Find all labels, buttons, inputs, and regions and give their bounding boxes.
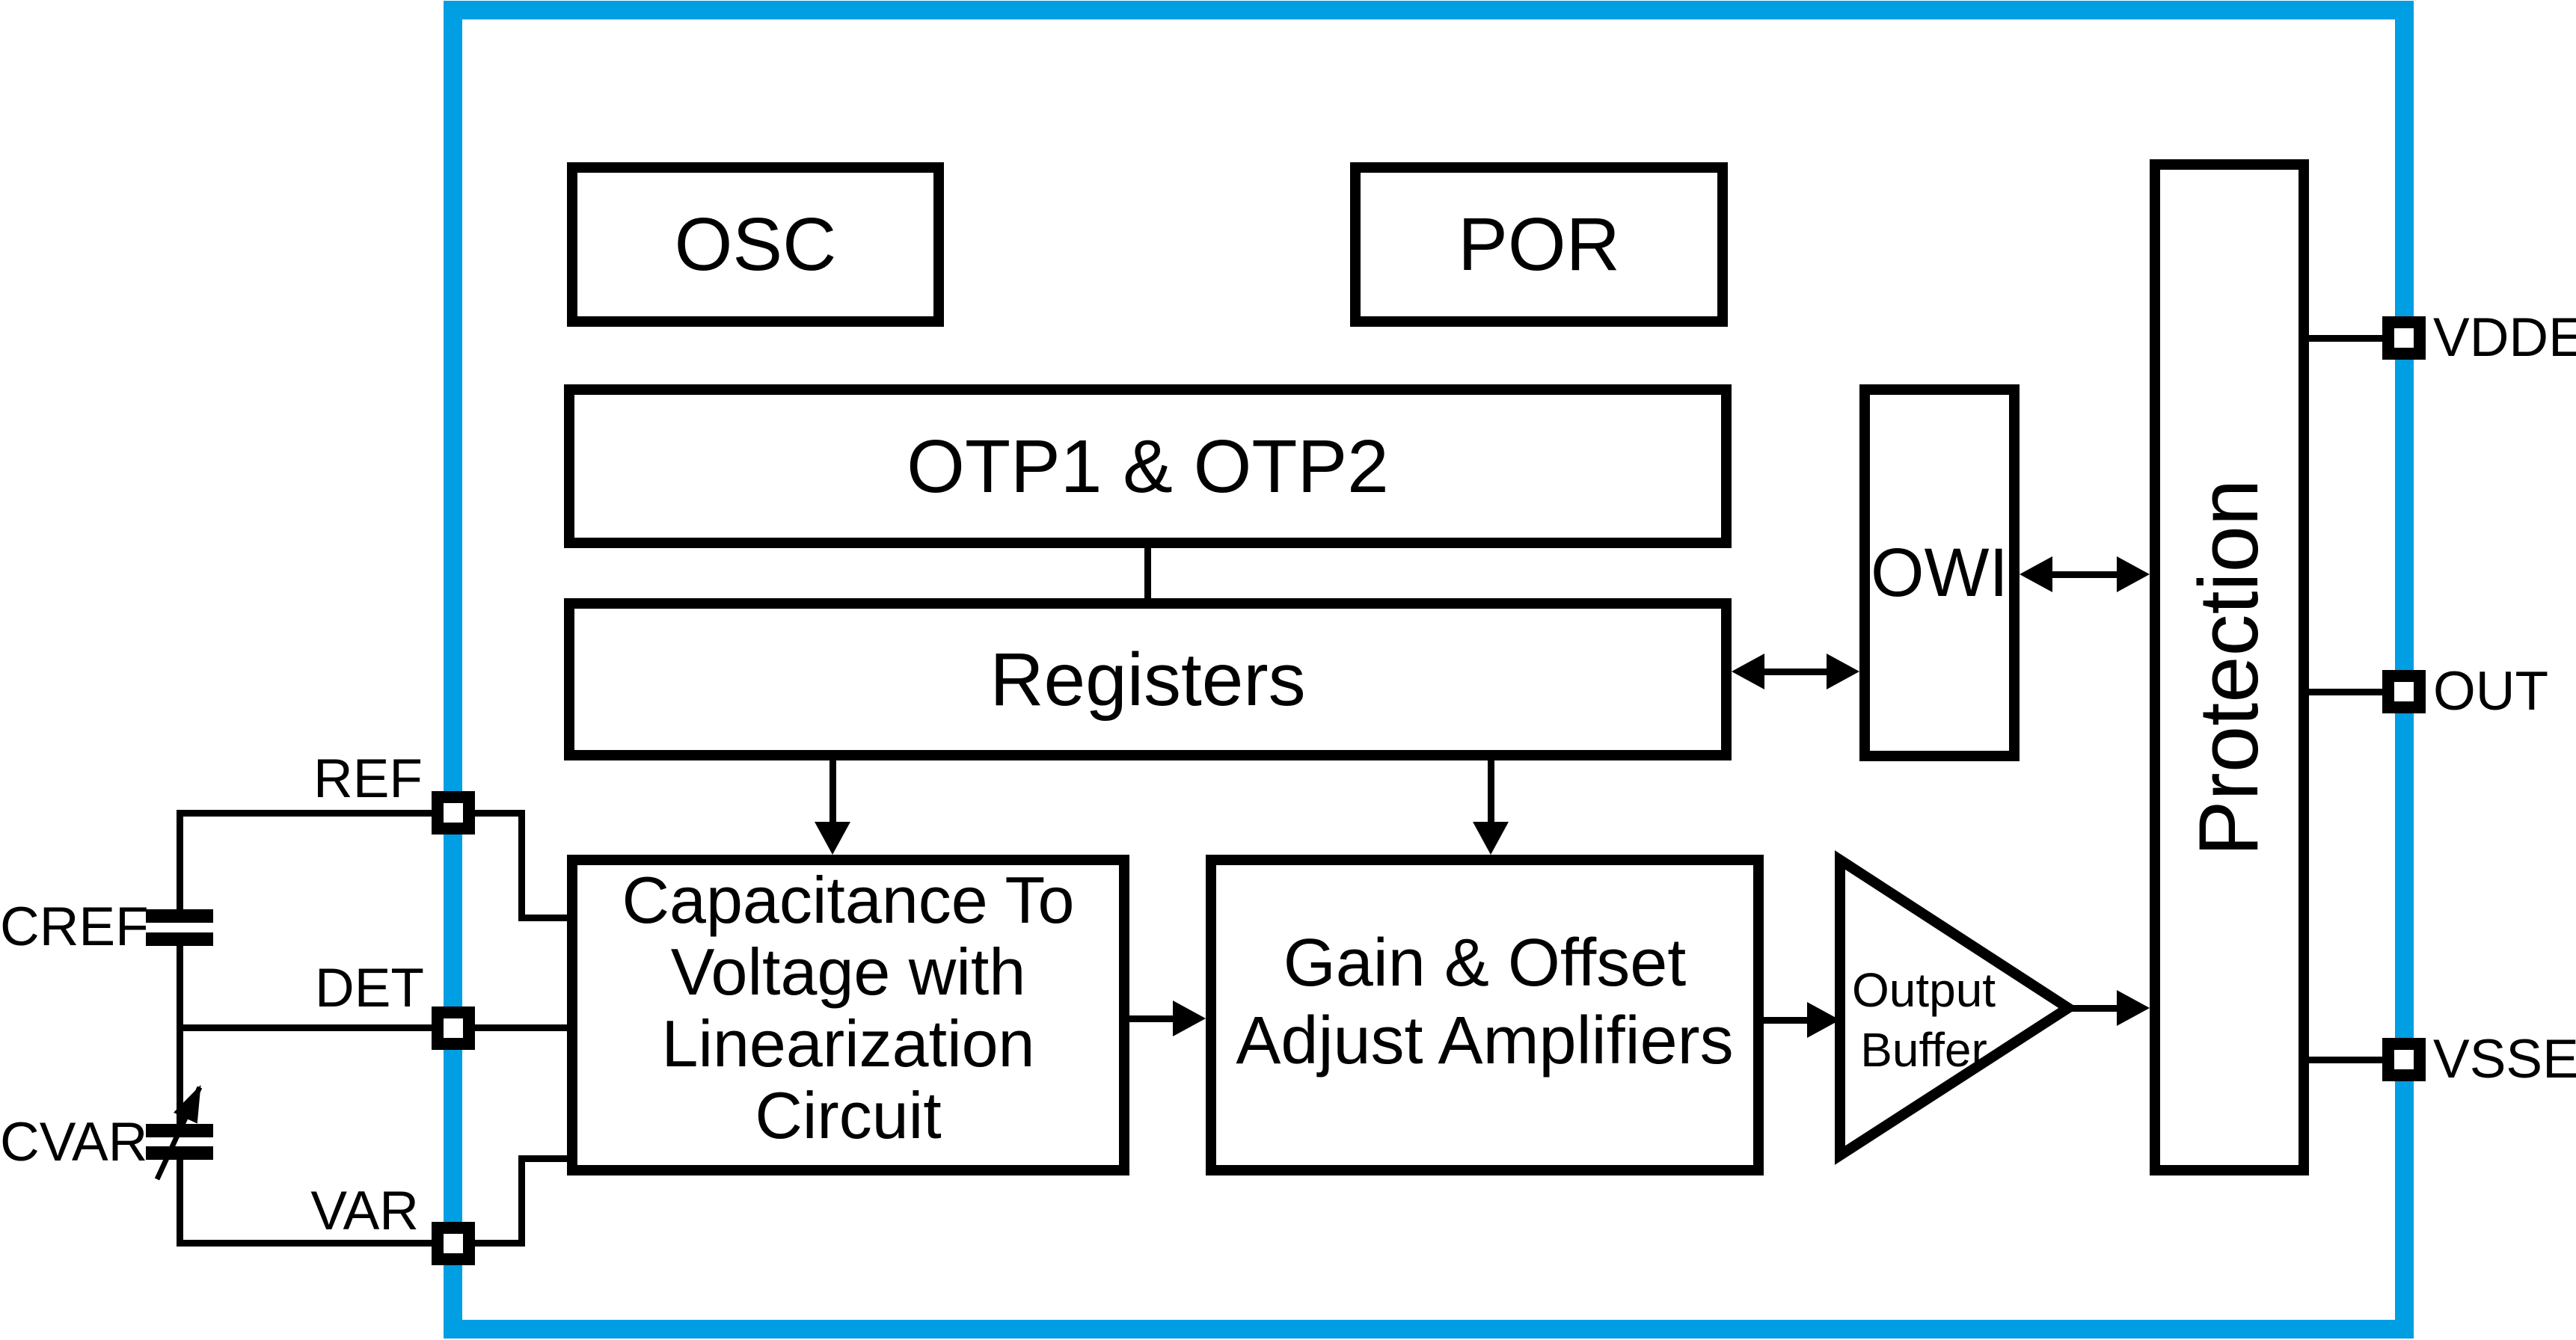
det-pin-label: DET [315, 958, 424, 1018]
wire-vdde [2309, 335, 2382, 342]
ref-pin-hole [444, 803, 463, 823]
output-buffer-label-line2: Buffer [1860, 1023, 1987, 1077]
registers-block-label: Registers [990, 637, 1306, 722]
cref-capacitor-label: CREF [0, 897, 149, 957]
chip-border [444, 1, 2414, 1339]
wire-det-left [177, 1024, 432, 1031]
vsse-pin [2382, 1038, 2426, 1081]
wire-det-right [475, 1024, 567, 1031]
gain-to-buffer-arrow-shaft [1761, 1017, 1809, 1024]
registers-to-c2v-arrow-shaft [829, 760, 836, 823]
c2v-block-label-line2: Voltage with [670, 934, 1026, 1009]
otp-block-label: OTP1 & OTP2 [907, 424, 1389, 508]
owi-protection-arrowhead-right [2117, 556, 2150, 592]
registers-owi-arrowhead-left [1732, 654, 1764, 689]
protection-block-label: Protection [2182, 479, 2276, 856]
c2v-to-gain-arrowhead [1173, 1001, 1206, 1036]
gain-to-buffer-arrowhead [1807, 1002, 1840, 1038]
owi-protection-arrowhead-left [2020, 556, 2052, 592]
cvar-variable-arrow-icon [154, 1084, 203, 1181]
gain-block-label-line2: Adjust Amplifiers [1236, 1003, 1734, 1078]
buffer-to-protection-arrow-shaft [2067, 1005, 2118, 1012]
wire-cref-top [177, 813, 183, 909]
ref-pin-label: REF [313, 749, 423, 809]
registers-owi-arrowhead-right [1827, 654, 1859, 689]
registers-owi-double-arrow-shaft [1760, 669, 1830, 675]
wire-var-up [518, 1158, 525, 1247]
protection-block: Protection [2150, 159, 2309, 1175]
vdde-pin [2382, 316, 2426, 360]
owi-block: OWI [1859, 384, 2020, 761]
gain-block-label-line1: Gain & Offset [1283, 925, 1687, 1001]
out-pin-label: OUT [2433, 661, 2549, 722]
cvar-capacitor-label: CVAR [0, 1112, 148, 1172]
wire-det-to-cvar [177, 1031, 183, 1124]
vsse-pin-label: VSSE [2433, 1029, 2576, 1089]
owi-protection-double-arrow-shaft [2049, 571, 2120, 578]
owi-block-label: OWI [1871, 535, 2008, 611]
out-pin [2382, 670, 2426, 713]
det-pin-hole [444, 1018, 463, 1038]
otp-to-registers-connector [1144, 548, 1151, 598]
wire-cref-to-det [177, 946, 183, 1028]
registers-block: Registers [564, 598, 1732, 760]
osc-block: OSC [567, 162, 944, 327]
osc-block-label: OSC [674, 203, 837, 286]
wire-out [2309, 689, 2382, 695]
wire-cvar-bottom [177, 1160, 183, 1244]
buffer-to-protection-arrowhead [2117, 990, 2150, 1026]
cvar-capacitor-plate-bottom [146, 1146, 213, 1160]
wire-ref-left [177, 810, 438, 817]
por-block: POR [1350, 162, 1728, 327]
wire-ref-stub [518, 915, 567, 921]
wire-var-stub [518, 1155, 567, 1162]
c2v-block: Capacitance To Voltage with Linearizatio… [567, 855, 1129, 1175]
c2v-block-label-line1: Capacitance To [622, 862, 1075, 937]
cref-capacitor-plate-bottom [146, 932, 213, 946]
var-pin [432, 1222, 475, 1265]
output-buffer-label-line1: Output [1851, 963, 1996, 1017]
wire-var-right [475, 1240, 521, 1247]
registers-to-gain-arrowhead [1473, 822, 1509, 855]
var-pin-hole [444, 1234, 463, 1253]
det-pin [432, 1006, 475, 1050]
registers-to-gain-arrow-shaft [1488, 760, 1494, 823]
output-buffer-triangle [1835, 850, 2078, 1165]
ref-pin [432, 791, 475, 835]
out-pin-hole [2394, 682, 2414, 701]
otp-block: OTP1 & OTP2 [564, 384, 1732, 548]
c2v-block-label-line3: Linearization Circuit [661, 1006, 1035, 1152]
output-buffer-label: Output Buffer [1841, 960, 2006, 1080]
vdde-pin-label: VDDE [2433, 307, 2576, 368]
vsse-pin-hole [2394, 1050, 2414, 1069]
por-block-label: POR [1458, 203, 1620, 286]
wire-var-left [177, 1240, 432, 1247]
wire-ref-down [518, 810, 525, 921]
vdde-pin-hole [2394, 328, 2414, 348]
c2v-to-gain-arrow-shaft [1126, 1015, 1174, 1022]
gain-block: Gain & Offset Adjust Amplifiers [1206, 855, 1764, 1175]
wire-ref-right [475, 810, 525, 817]
cref-capacitor-plate-top [146, 909, 213, 923]
var-pin-label: VAR [310, 1181, 419, 1241]
wire-vsse [2309, 1057, 2382, 1063]
registers-to-c2v-arrowhead [815, 822, 850, 855]
